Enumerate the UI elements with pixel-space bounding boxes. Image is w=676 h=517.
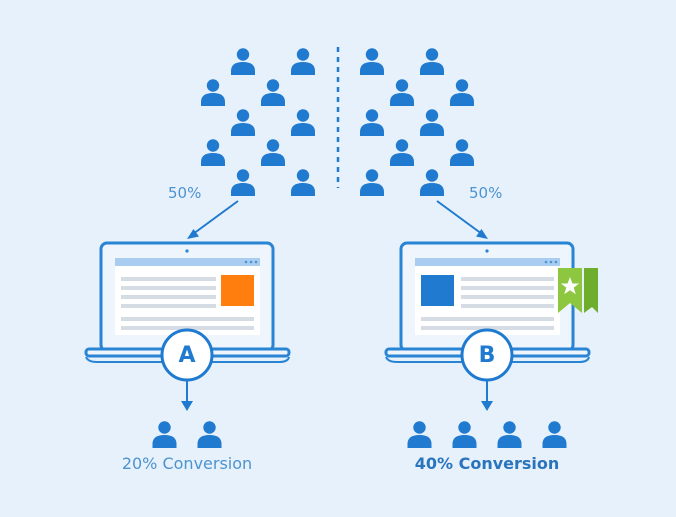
variant-b-letter: B <box>478 342 496 368</box>
highlight-block <box>421 275 454 306</box>
user-icon <box>360 48 384 75</box>
user-icon <box>360 169 384 196</box>
arrow-icon <box>181 380 193 411</box>
user-icon <box>231 48 255 75</box>
arrow-icon <box>481 380 493 411</box>
user-icon <box>420 169 444 196</box>
crowd-right <box>360 48 474 196</box>
user-icon <box>390 79 414 106</box>
variant-a-letter: A <box>178 342 196 368</box>
user-icon <box>360 109 384 136</box>
user-icon <box>450 139 474 166</box>
user-icon <box>291 48 315 75</box>
star-bookmark-icon <box>558 268 598 313</box>
user-icon <box>231 169 255 196</box>
user-icon <box>197 421 222 448</box>
conversion-label-b: 40% Conversion <box>414 454 560 473</box>
laptop-b <box>384 241 598 363</box>
user-icon <box>261 79 285 106</box>
arrow-icon <box>187 200 239 239</box>
user-icon <box>390 139 414 166</box>
user-icon <box>450 79 474 106</box>
user-icon <box>542 421 567 448</box>
user-icon <box>497 421 522 448</box>
conversion-label-a: 20% Conversion <box>121 454 253 473</box>
laptop-a <box>84 241 291 363</box>
split-percent-right: 50% <box>469 184 503 202</box>
converted-users-b <box>407 421 567 448</box>
split-percent-left: 50% <box>168 184 202 202</box>
user-icon <box>420 48 444 75</box>
user-icon <box>261 139 285 166</box>
user-icon <box>231 109 255 136</box>
user-icon <box>452 421 477 448</box>
highlight-block <box>221 275 254 306</box>
arrow-icon <box>436 200 488 239</box>
converted-users-a <box>152 421 222 448</box>
user-icon <box>407 421 432 448</box>
user-icon <box>152 421 177 448</box>
user-icon <box>201 79 225 106</box>
user-icon <box>201 139 225 166</box>
user-icon <box>291 109 315 136</box>
user-icon <box>291 169 315 196</box>
user-icon <box>420 109 444 136</box>
crowd-left <box>201 48 315 196</box>
